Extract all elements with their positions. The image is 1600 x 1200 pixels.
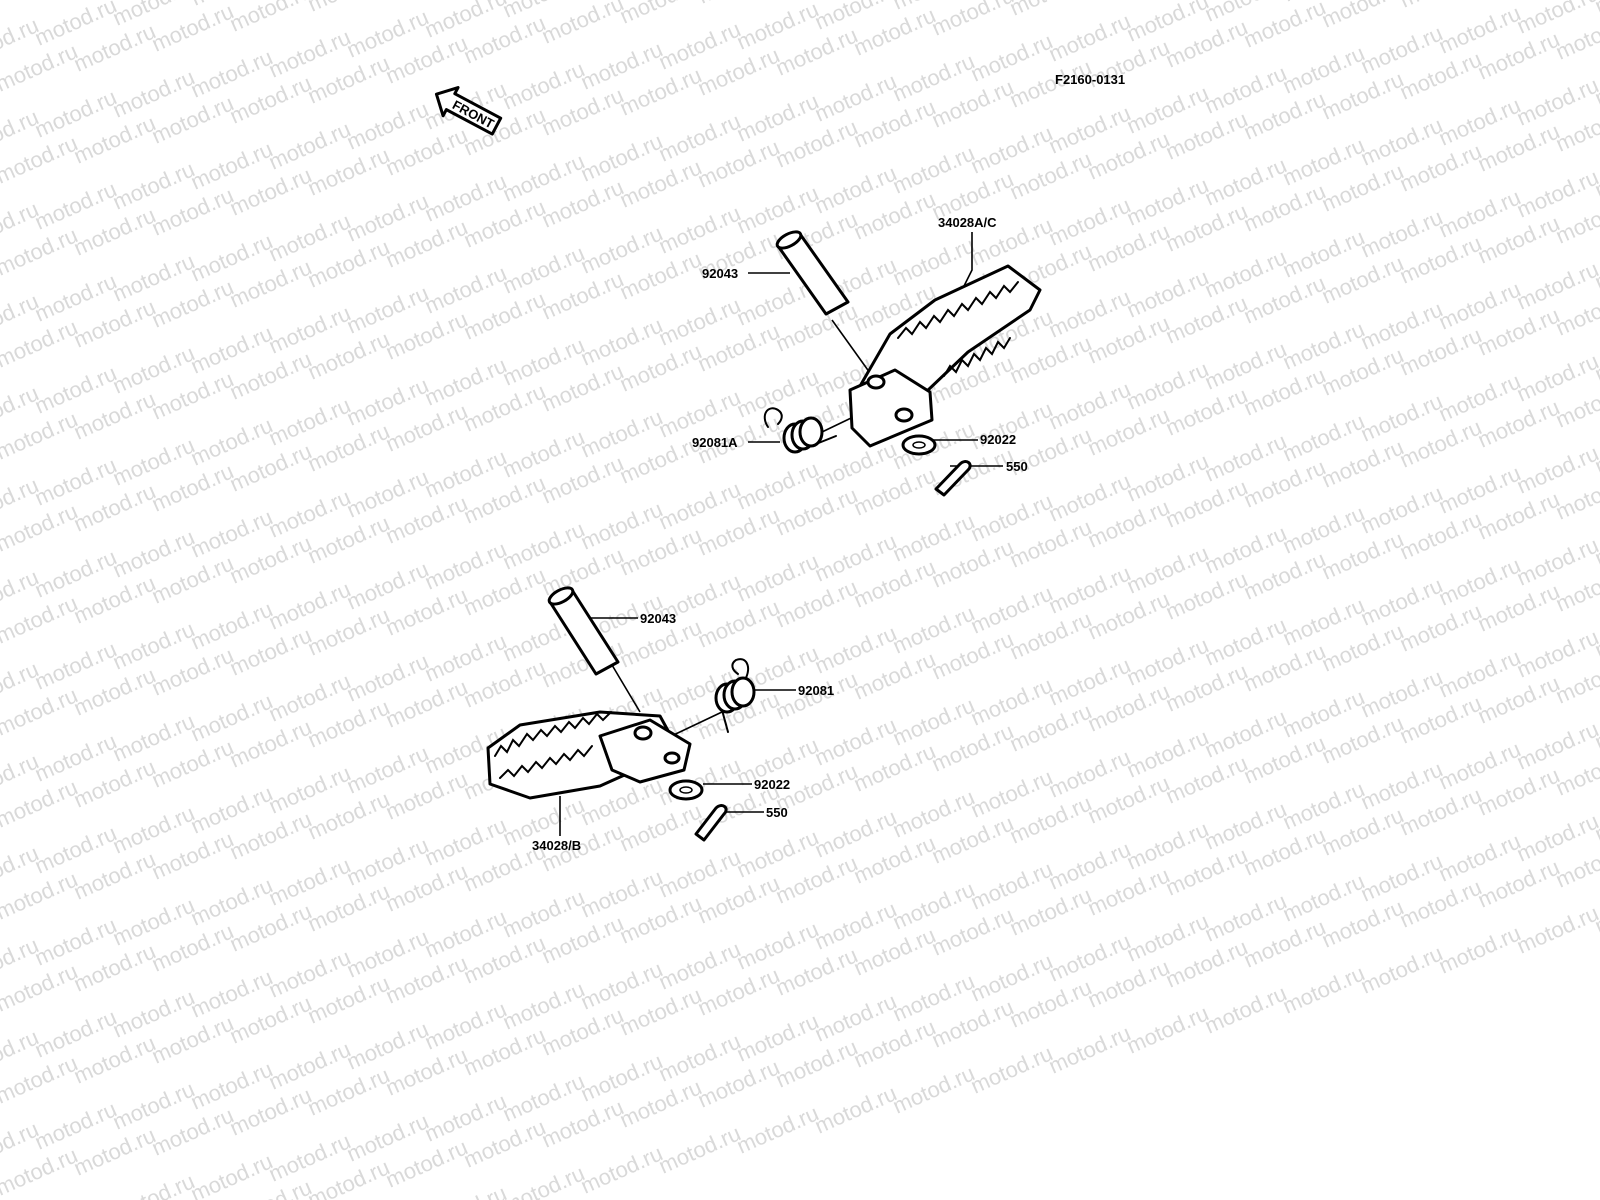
upper-footpeg-part bbox=[848, 264, 1042, 448]
label-upper-spring: 92081A bbox=[692, 435, 738, 450]
watermark-text: motod.ru bbox=[1279, 960, 1368, 1018]
label-lower-washer: 92022 bbox=[754, 777, 790, 792]
label-lower-spring: 92081 bbox=[798, 683, 834, 698]
watermark-text: motod.ru bbox=[304, 0, 393, 17]
watermark-text: motod.ru bbox=[967, 1040, 1056, 1098]
watermark-text: motod.ru bbox=[0, 0, 81, 5]
lower-assembly: 92043 92081 92022 550 34028/B bbox=[486, 586, 834, 853]
upper-pin-part bbox=[775, 230, 850, 316]
label-upper-washer: 92022 bbox=[980, 432, 1016, 447]
lower-pin-part bbox=[547, 586, 620, 676]
watermark-text: motod.ru bbox=[1318, 0, 1407, 33]
watermark-text: motod.ru bbox=[1084, 0, 1173, 1]
watermark-text: motod.ru bbox=[694, 0, 783, 9]
upper-assembly: 92043 34028A/C 92081A 92022 550 bbox=[692, 215, 1042, 497]
upper-spring-part bbox=[763, 407, 837, 454]
watermark-text: motod.ru bbox=[1513, 900, 1600, 958]
lower-spring-part bbox=[714, 658, 756, 733]
axis-lower-pin bbox=[611, 664, 641, 713]
watermark-text: motod.ru bbox=[1435, 920, 1524, 978]
watermark-text: motod.ru bbox=[1201, 980, 1290, 1038]
watermark-text: motod.ru bbox=[421, 1180, 510, 1200]
watermark-text: motod.ru bbox=[499, 1160, 588, 1200]
label-lower-cotter: 550 bbox=[766, 805, 788, 820]
watermark-text: motod.ru bbox=[655, 1120, 744, 1178]
upper-cotter-part bbox=[934, 460, 972, 497]
watermark-text: motod.ru bbox=[1045, 1020, 1134, 1078]
watermark-text: motod.ru bbox=[1396, 0, 1485, 13]
watermark-text: motod.ru bbox=[577, 1140, 666, 1198]
leader-upper-footpeg bbox=[961, 232, 973, 291]
watermark-text: motod.ru bbox=[811, 1080, 900, 1138]
label-upper-cotter: 550 bbox=[1006, 459, 1028, 474]
label-upper-footpeg: 34028A/C bbox=[938, 215, 997, 230]
watermark-text: motod.ru bbox=[889, 1060, 978, 1118]
diagram-code: F2160-0131 bbox=[1055, 72, 1125, 87]
watermark-text: motod.ru bbox=[1123, 1000, 1212, 1058]
label-lower-pin: 92043 bbox=[640, 611, 676, 626]
watermark-text: motod.ru bbox=[538, 0, 627, 49]
upper-washer-part bbox=[901, 434, 937, 456]
watermark-text: motod.ru bbox=[1240, 0, 1329, 53]
watermark-text: motod.ru bbox=[1006, 0, 1095, 21]
watermark-text: motod.ru bbox=[616, 0, 705, 29]
watermark-text: motod.ru bbox=[928, 0, 1017, 41]
watermark-text: motod.ru bbox=[226, 0, 315, 37]
watermark-text: motod.ru bbox=[109, 1168, 198, 1200]
label-lower-footpeg: 34028/B bbox=[532, 838, 581, 853]
watermark-text: motod.ru bbox=[1357, 940, 1446, 998]
lower-washer-part bbox=[668, 779, 704, 801]
label-upper-pin: 92043 bbox=[702, 266, 738, 281]
lower-cotter-part bbox=[694, 804, 728, 842]
watermark-text: motod.ru bbox=[733, 1100, 822, 1158]
lower-footpeg-part bbox=[486, 710, 692, 800]
